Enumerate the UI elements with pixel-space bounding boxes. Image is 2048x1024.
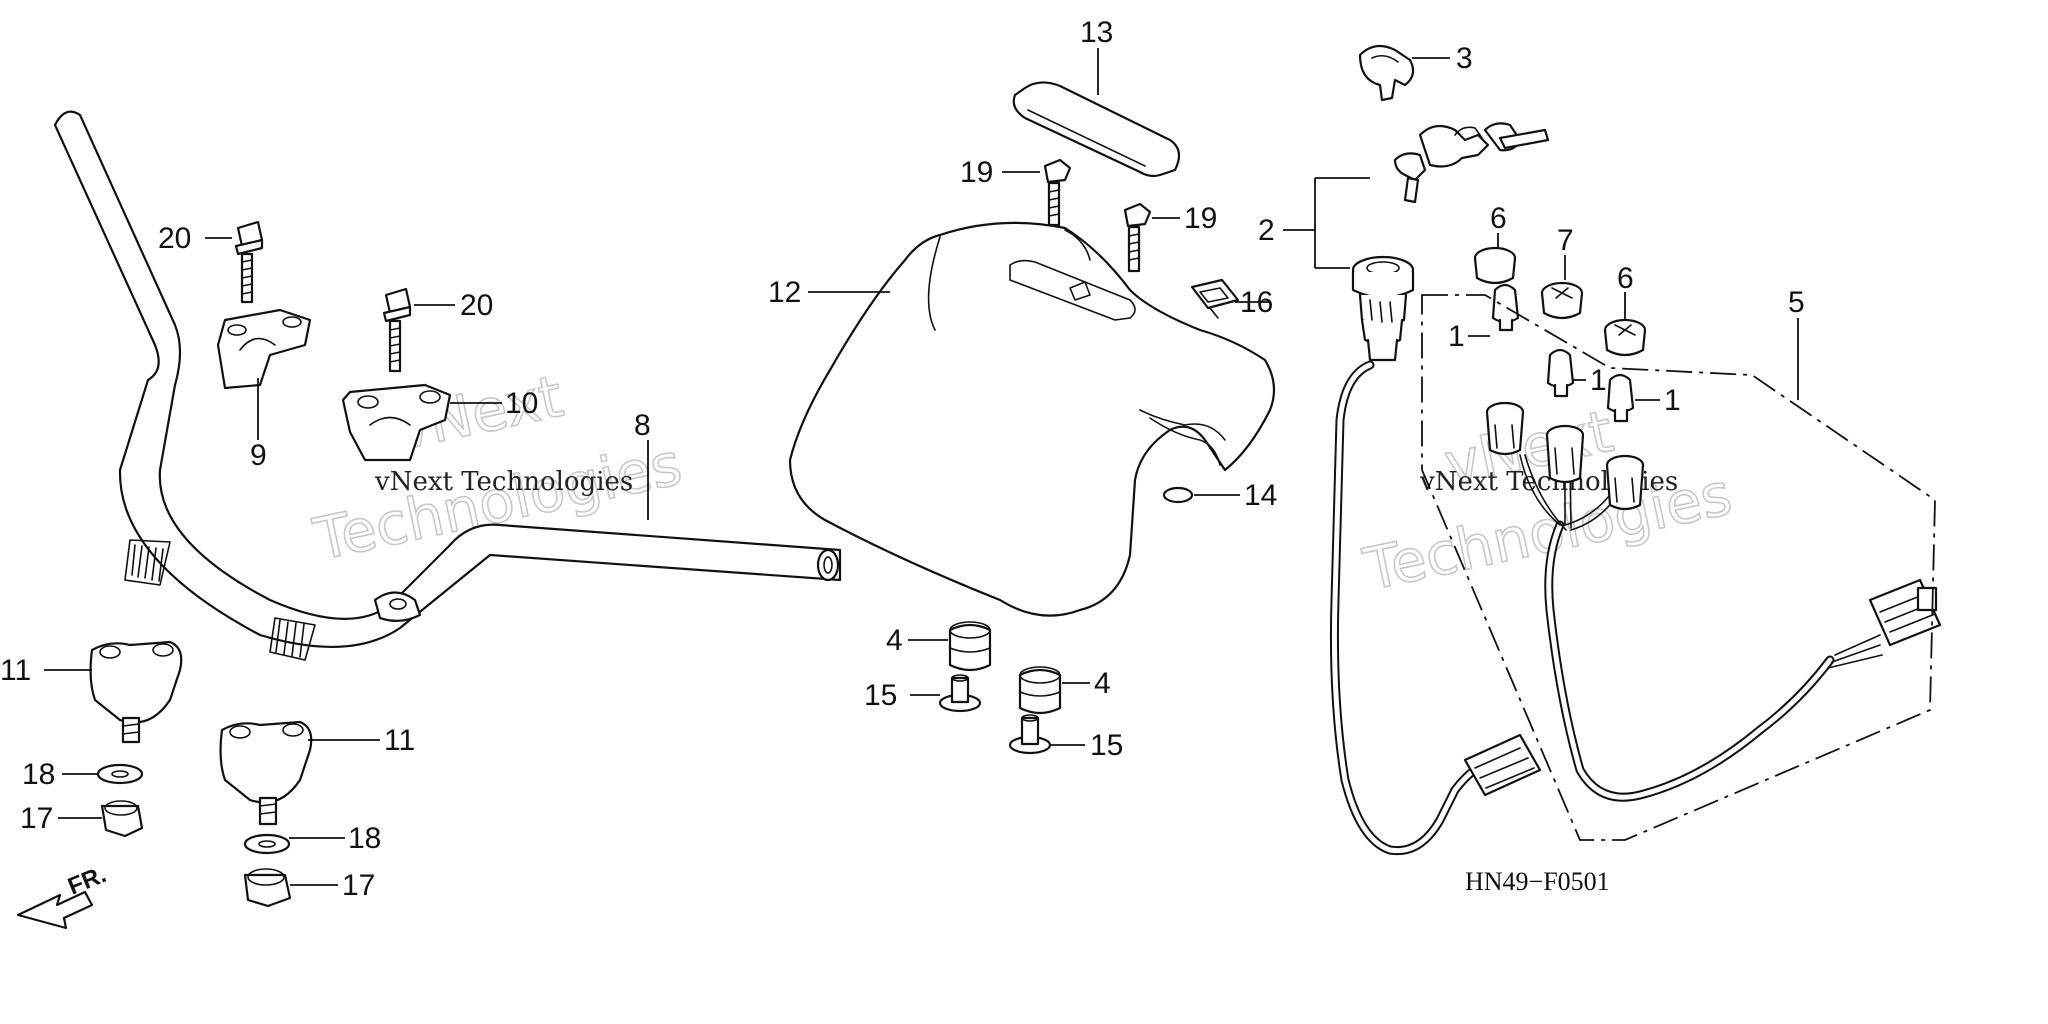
lens-6-left <box>1473 246 1517 285</box>
grommet-4-right <box>1018 666 1062 715</box>
upper-holder-10 <box>341 383 452 462</box>
callout-19-left: 19 <box>960 156 993 189</box>
washer-18-left <box>96 763 144 785</box>
screw-19-left <box>1043 158 1072 227</box>
callout-3: 3 <box>1456 42 1473 75</box>
callout-20-left: 20 <box>158 222 191 255</box>
bolt-20-right <box>382 287 412 373</box>
screw-19-right <box>1123 202 1152 273</box>
callout-1-right: 1 <box>1664 384 1681 417</box>
callout-15-right: 15 <box>1090 729 1123 762</box>
callout-4-right: 4 <box>1094 667 1111 700</box>
callout-19-right: 19 <box>1184 202 1217 235</box>
bulb-1-middle <box>1546 348 1575 398</box>
nut-17-right <box>243 868 292 908</box>
svg-text:FR.: FR. <box>64 861 110 901</box>
callout-11-left: 11 <box>0 654 31 687</box>
callout-15-left: 15 <box>864 679 897 712</box>
callout-16: 16 <box>1240 286 1273 319</box>
callout-12: 12 <box>768 276 801 309</box>
harness-assembly-boundary <box>1421 294 1936 841</box>
callout-8: 8 <box>634 409 651 442</box>
callout-6-right: 6 <box>1617 262 1634 295</box>
handlebar-cover-12 <box>788 221 1276 617</box>
front-direction-arrow: FR. <box>16 861 110 930</box>
diagram-code: HN49−F0501 <box>1465 867 1610 896</box>
callout-6-left: 6 <box>1490 202 1507 235</box>
bulb-socket-left <box>1485 401 1525 456</box>
callout-1-left: 1 <box>1448 320 1465 353</box>
callout-5: 5 <box>1788 286 1805 319</box>
upper-holder-9 <box>216 308 312 390</box>
bulb-1-left <box>1491 283 1520 332</box>
callout-17-right: 17 <box>342 869 375 902</box>
callout-17-left: 17 <box>20 802 53 835</box>
bulb-1-right <box>1606 373 1635 423</box>
key-set-2 <box>1393 122 1550 204</box>
lens-6-right <box>1603 318 1647 357</box>
callout-numbers: 20 20 9 10 8 11 11 18 17 18 17 12 13 19 … <box>0 16 1805 902</box>
bulb-socket-middle <box>1545 424 1585 484</box>
pad-13 <box>1012 81 1181 178</box>
callout-18-right: 18 <box>348 822 381 855</box>
harness-connector-right <box>1868 578 1942 647</box>
bolt-20-left <box>234 220 264 304</box>
grommet-4-left <box>948 621 992 672</box>
callout-11-right: 11 <box>384 724 415 757</box>
callout-18-left: 18 <box>22 758 55 791</box>
handlebar-pipe <box>53 110 842 661</box>
lower-holder-11-right <box>219 720 313 826</box>
callout-20-right: 20 <box>460 289 493 322</box>
callout-4-left: 4 <box>886 624 903 657</box>
lens-7 <box>1540 281 1584 320</box>
nut-17-left <box>100 800 144 838</box>
callout-7: 7 <box>1557 224 1574 257</box>
callout-13: 13 <box>1080 16 1113 49</box>
leader-lines <box>44 48 1799 886</box>
harness-connector-lower <box>1463 733 1542 797</box>
callout-1-middle: 1 <box>1590 364 1607 397</box>
callout-14: 14 <box>1244 479 1277 512</box>
ignition-switch <box>1351 255 1415 362</box>
bulb-socket-right <box>1605 454 1645 511</box>
clip-16 <box>1190 278 1240 319</box>
lower-holder-11-left <box>89 640 183 744</box>
callout-2: 2 <box>1258 214 1275 247</box>
clip-nut-14 <box>1162 486 1194 504</box>
svg-text:vNext Technologies: vNext Technologies <box>374 467 633 497</box>
callout-10: 10 <box>505 387 538 420</box>
washer-18-right <box>243 833 291 855</box>
collar-15-right <box>1008 714 1052 755</box>
key-3 <box>1358 44 1415 102</box>
collar-15-left <box>938 674 982 713</box>
callout-9: 9 <box>250 439 267 472</box>
